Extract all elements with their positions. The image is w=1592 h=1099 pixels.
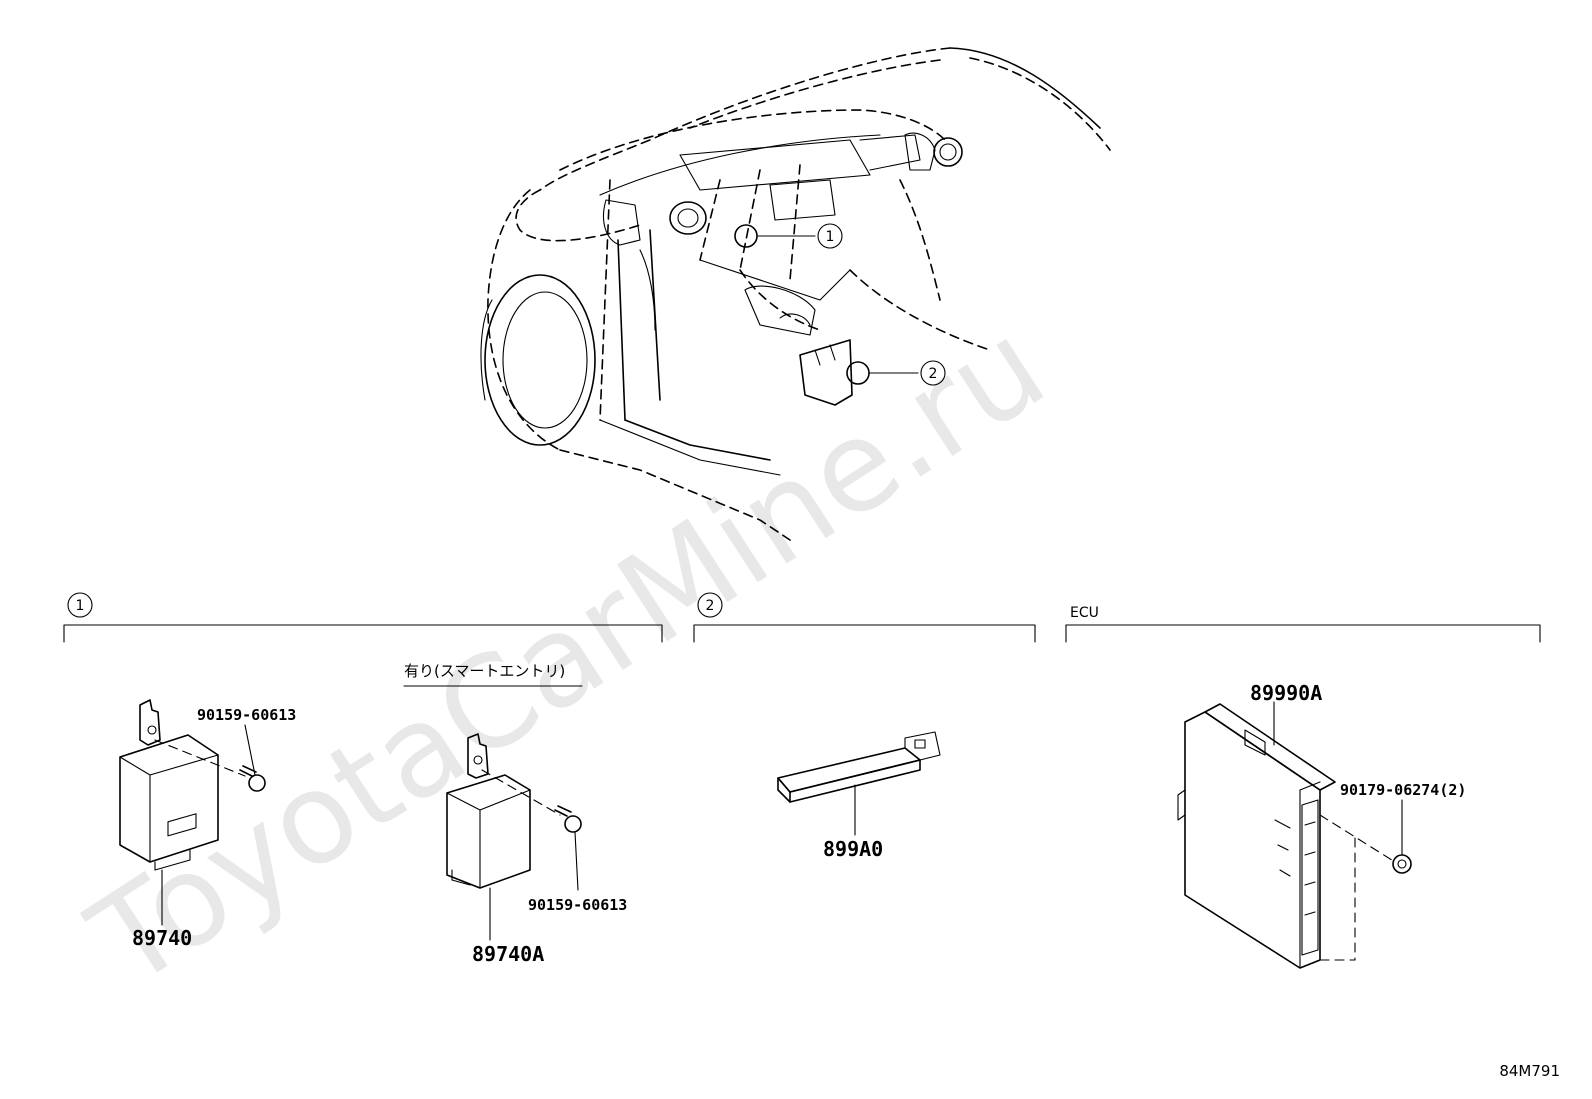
- callout-2: 2: [920, 360, 946, 386]
- callout-1-number: 1: [826, 229, 835, 245]
- part-89740-drawing: [119, 699, 266, 926]
- callout-2-number: 2: [929, 366, 938, 382]
- vehicle-interior-illustration: [480, 47, 1111, 541]
- section-1-label: 1: [76, 598, 85, 614]
- part-number-90159-60613-b: 90159-60613: [528, 896, 627, 914]
- smart-entry-note: 有り(スマートエントリ): [404, 662, 565, 680]
- drawing-code: 84M791: [1499, 1062, 1560, 1080]
- part-899a0-drawing: [777, 731, 941, 836]
- part-number-899a0: 899A0: [823, 837, 883, 861]
- part-number-90159-60613-a: 90159-60613: [197, 706, 296, 724]
- part-number-89740a: 89740A: [472, 942, 544, 966]
- part-number-89740: 89740: [132, 926, 192, 950]
- part-89740a-drawing: [446, 733, 582, 941]
- part-89990a-drawing: [1177, 701, 1412, 969]
- section-2-header: 2: [693, 592, 1036, 643]
- part-number-90179-06274: 90179-06274(2): [1340, 781, 1466, 799]
- callout-1: 1: [817, 223, 843, 249]
- section-2-label: 2: [706, 598, 715, 614]
- section-1-header: 1: [63, 592, 663, 643]
- section-ecu-label: ECU: [1070, 605, 1099, 621]
- section-ecu-header: ECU: [1065, 605, 1541, 643]
- part-number-89990a: 89990A: [1250, 681, 1322, 705]
